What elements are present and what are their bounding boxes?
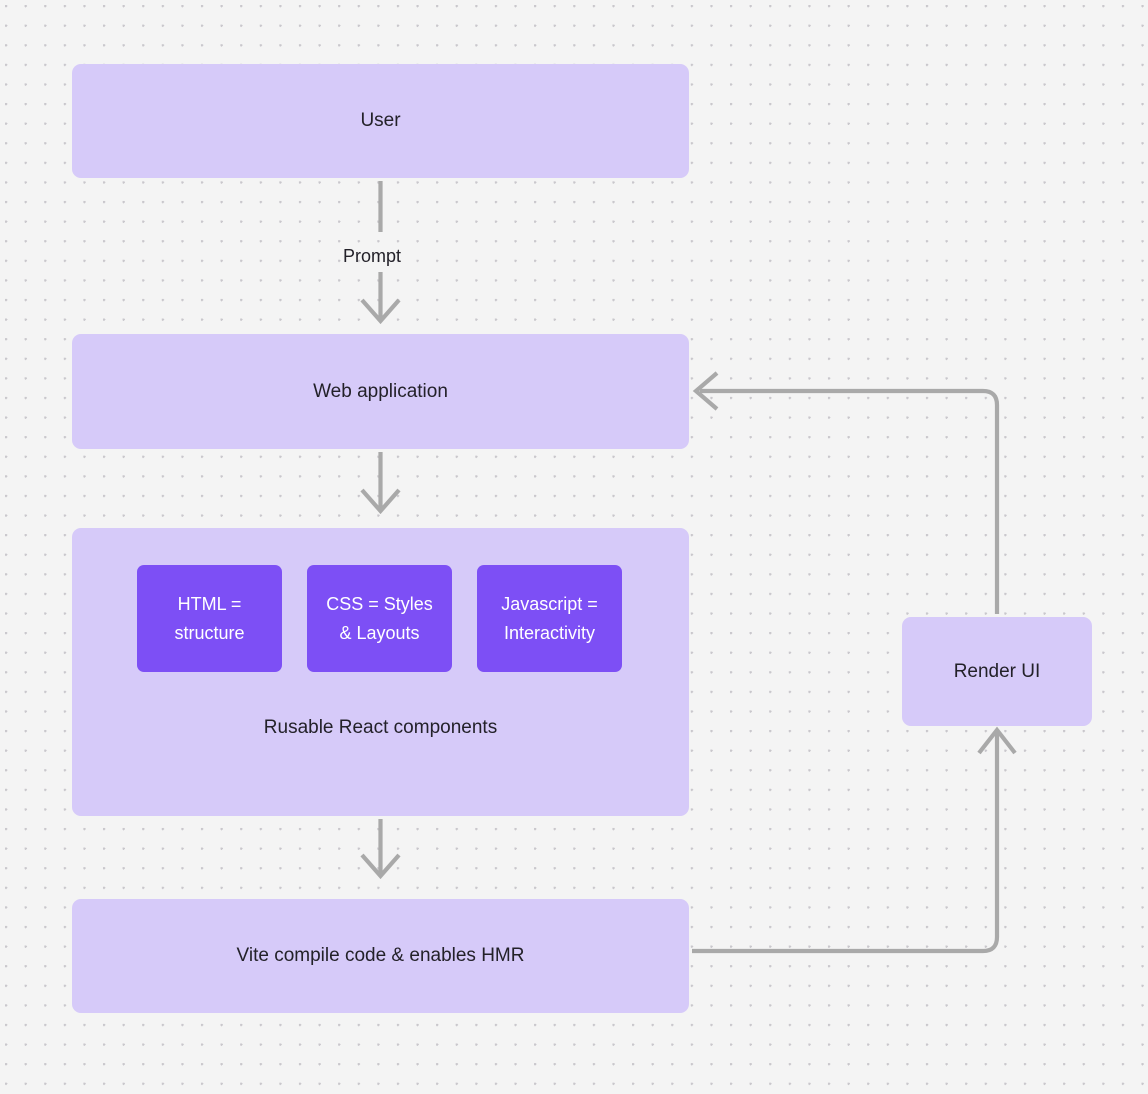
edge-label-prompt: Prompt bbox=[343, 246, 402, 266]
chip-css[interactable]: CSS = Styles & Layouts bbox=[307, 565, 452, 672]
node-user[interactable]: User bbox=[72, 64, 689, 178]
chip-row: HTML = structure CSS = Styles & Layouts … bbox=[137, 565, 624, 672]
chip-css-label: CSS = Styles & Layouts bbox=[326, 593, 433, 643]
node-components-caption: Rusable React components bbox=[263, 717, 498, 738]
chip-javascript[interactable]: Javascript = Interactivity bbox=[477, 565, 622, 672]
node-web-application[interactable]: Web application bbox=[72, 334, 689, 449]
chip-javascript-label: Javascript = Interactivity bbox=[501, 593, 598, 643]
chip-html-label: HTML = structure bbox=[174, 593, 245, 643]
edge-vite-to-render bbox=[692, 726, 1017, 954]
node-vite-label: Vite compile code & enables HMR bbox=[236, 945, 525, 967]
node-user-label: User bbox=[360, 110, 401, 132]
node-vite[interactable]: Vite compile code & enables HMR bbox=[72, 899, 689, 1013]
edge-components-to-vite bbox=[360, 819, 401, 880]
node-web-application-label: Web application bbox=[313, 380, 448, 402]
chip-html[interactable]: HTML = structure bbox=[137, 565, 282, 672]
edge-webapp-to-components bbox=[360, 452, 401, 515]
node-render-ui[interactable]: Render UI bbox=[902, 617, 1092, 726]
node-render-ui-label: Render UI bbox=[953, 660, 1041, 682]
node-reusable-react-components[interactable]: HTML = structure CSS = Styles & Layouts … bbox=[72, 528, 689, 816]
edge-render-to-webapp bbox=[692, 371, 1000, 614]
